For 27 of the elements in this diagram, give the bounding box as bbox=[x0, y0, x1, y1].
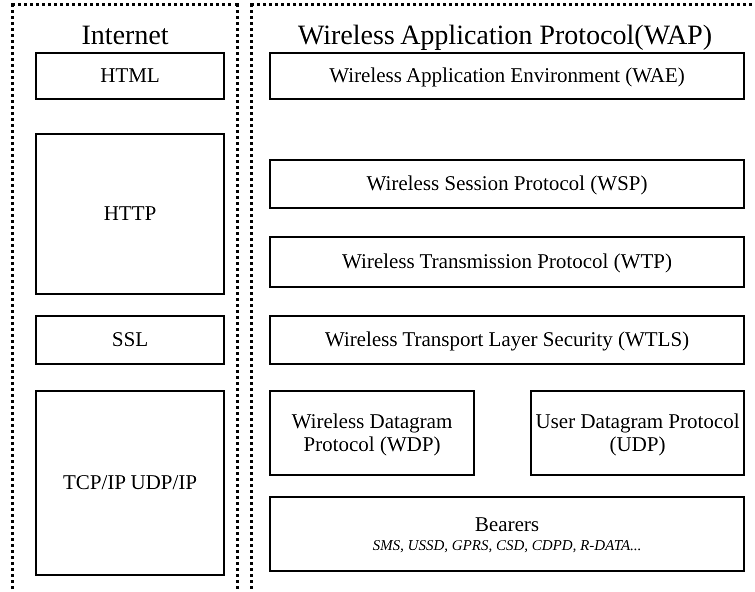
layer-box bbox=[269, 52, 745, 100]
layer-label: Wireless Transmission Protocol (WTP) bbox=[342, 250, 672, 274]
group-panel bbox=[11, 3, 239, 592]
layer-label: Wireless Application Environment (WAE) bbox=[329, 64, 685, 88]
layer-box bbox=[269, 236, 745, 288]
layer-label: User Datagram Protocol (UDP) bbox=[534, 410, 741, 456]
layer-box bbox=[35, 133, 225, 295]
layer-label: HTTP bbox=[104, 202, 156, 226]
layer-label: Wireless Datagram Protocol (WDP) bbox=[290, 410, 454, 456]
layer-box bbox=[35, 52, 225, 100]
layer-label: Wireless Transport Layer Security (WTLS) bbox=[324, 328, 690, 352]
panel-title: Wireless Application Protocol(WAP) bbox=[296, 20, 714, 52]
group-panel bbox=[250, 3, 755, 592]
layer-box bbox=[530, 390, 745, 476]
layer-note: SMS, USSD, GPRS, CSD, CDPD, R-DATA... bbox=[372, 538, 642, 555]
layer-box bbox=[35, 315, 225, 365]
panel-title: Internet bbox=[80, 20, 170, 52]
layer-label: HTML bbox=[100, 64, 160, 88]
layer-label: Bearers bbox=[474, 513, 540, 536]
layer-label: Wireless Session Protocol (WSP) bbox=[366, 172, 648, 196]
layer-label: TCP/IP UDP/IP bbox=[62, 471, 197, 495]
layer-label: SSL bbox=[112, 328, 148, 352]
layer-box bbox=[269, 496, 745, 572]
layer-box bbox=[35, 390, 225, 576]
layer-box bbox=[269, 159, 745, 209]
layer-box bbox=[269, 315, 745, 365]
layer-box bbox=[269, 390, 475, 476]
